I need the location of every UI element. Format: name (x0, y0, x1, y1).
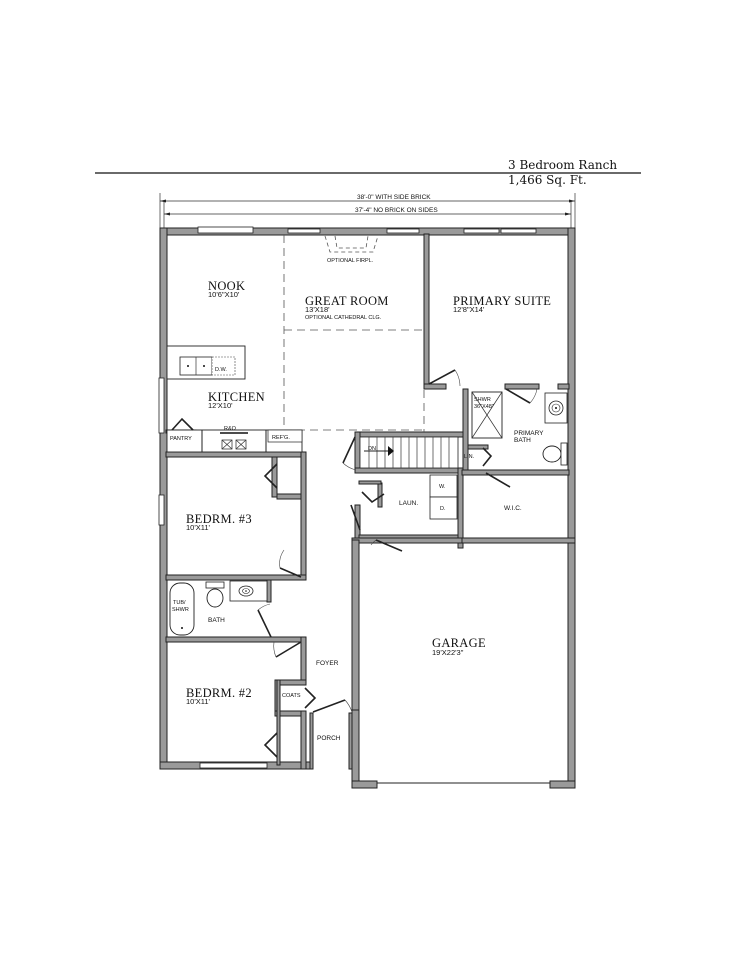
great-room-label: GREAT ROOM (305, 294, 389, 308)
tub-shower-label-2: SHWR (172, 607, 189, 613)
hall-bath-fixtures: TUB/ SHWR (169, 580, 268, 636)
linen-label: LIN. (464, 454, 475, 460)
primary-suite-label: PRIMARY SUITE (453, 294, 551, 308)
plan-title: 3 Bedroom Ranch (508, 158, 617, 172)
bedroom3-size: 10'X11' (186, 523, 211, 532)
great-room-size: 13'X18' (305, 305, 330, 314)
room-labels: NOOK 10'6"X10' GREAT ROOM 13'X18' OPTION… (186, 279, 551, 742)
laundry-appliances: W. D. (429, 474, 458, 520)
primary-suite-size: 12'8"X14' (453, 305, 485, 314)
kitchen-base-counter: R&O REF'G. PANTRY (166, 417, 303, 453)
dryer-label: D. (440, 506, 446, 512)
stairs-down-label: DN (368, 446, 376, 452)
tub-shower-label-1: TUB/ (173, 600, 186, 606)
nook-label: NOOK (208, 279, 245, 293)
primary-bath-label-1: PRIMARY (514, 430, 544, 437)
shower-label: SHWR (474, 397, 491, 403)
stairs: DN (359, 436, 459, 469)
doors (257, 369, 538, 758)
square-footage: 1,466 Sq. Ft. (508, 173, 587, 187)
kitchen-size: 12'X10' (208, 401, 233, 410)
bath-label: BATH (208, 617, 225, 624)
garage-size: 19'X22'3" (432, 648, 464, 657)
fireplace-label: OPTIONAL FIRPL. (327, 258, 374, 264)
refrigerator-label: REF'G. (272, 435, 290, 441)
nook-size: 10'6"X10' (208, 290, 240, 299)
wic-label: W.I.C. (504, 505, 522, 512)
windows (158, 226, 537, 769)
laundry-label: LAUN. (399, 500, 418, 507)
dimension-no-brick: 37'-4" NO BRICK ON SIDES (355, 207, 438, 214)
dimension-lines: 38'-0" WITH SIDE BRICK 37'-4" NO BRICK O… (159, 193, 576, 232)
bedroom2-size: 10'X11' (186, 697, 211, 706)
kitchen-label: KITCHEN (208, 390, 265, 404)
pantry-label: PANTRY (170, 436, 192, 442)
foyer-label: FOYER (316, 660, 339, 667)
primary-bath-fixtures: SHWR 36"X48" LIN. (464, 391, 568, 466)
garage-label: GARAGE (432, 636, 486, 650)
primary-bath-label-2: BATH (514, 437, 531, 444)
bedroom2-label: BEDRM. #2 (186, 686, 252, 700)
shower-size-label: 36"X48" (474, 404, 494, 410)
great-room-note: OPTIONAL CATHEDRAL CLG. (305, 315, 382, 321)
porch-label: PORCH (317, 735, 341, 742)
range-oven-label: R&O (224, 426, 237, 432)
great-room-dashed-boundaries (283, 235, 425, 432)
fireplace: OPTIONAL FIRPL. (324, 235, 379, 264)
dimension-with-brick: 38'-0" WITH SIDE BRICK (357, 194, 431, 201)
coats-label: COATS (282, 693, 301, 699)
kitchen-counter: D.W. (166, 345, 246, 380)
bedroom3-label: BEDRM. #3 (186, 512, 252, 526)
washer-label: W. (439, 484, 446, 490)
dishwasher-label: D.W. (215, 367, 227, 373)
